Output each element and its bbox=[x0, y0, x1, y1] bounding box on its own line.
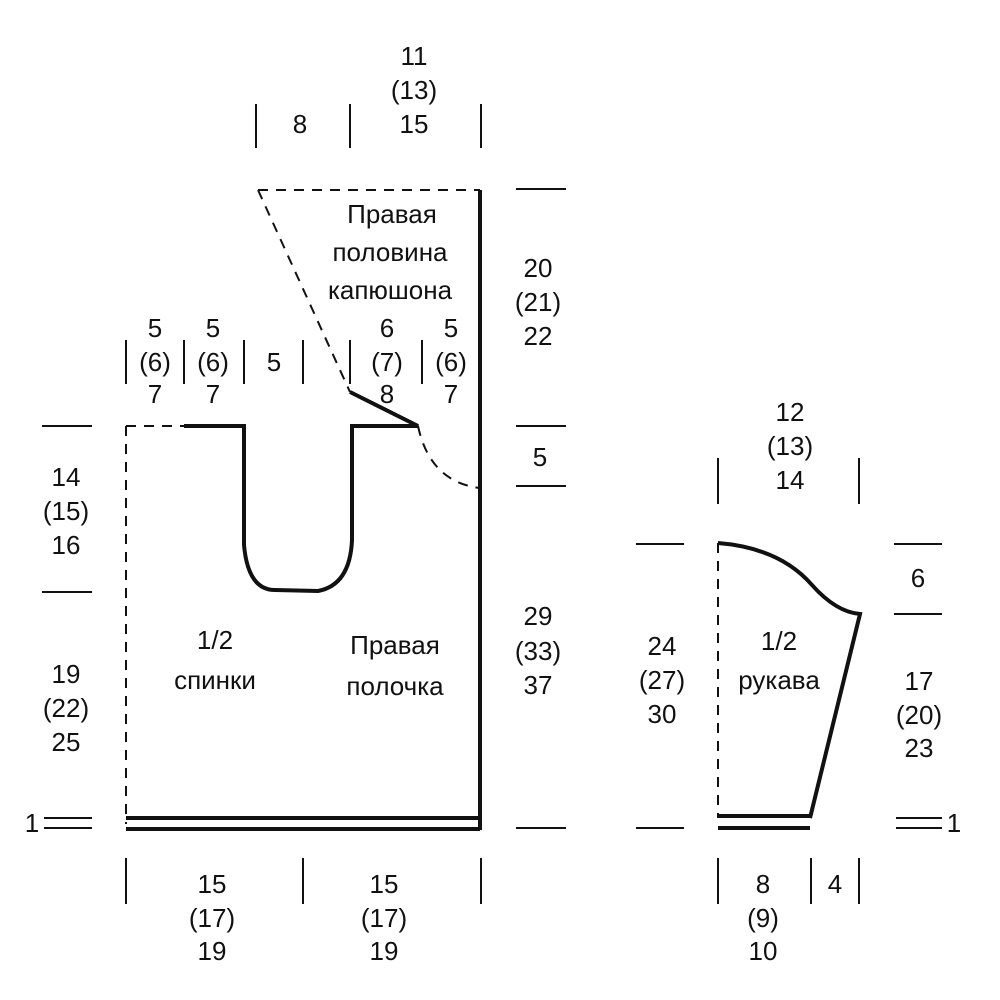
dim-body-height-2: (22) bbox=[43, 693, 89, 723]
dim-sleeve-bottom-1: 8 bbox=[756, 869, 770, 899]
dim-sleeve-bottom-2: (9) bbox=[747, 903, 779, 933]
dim-sleeve-bottom-extra: 4 bbox=[828, 869, 842, 899]
dim-sleeve-top-1: 12 bbox=[776, 397, 805, 427]
dim-sleeve-left-height-3: 30 bbox=[648, 699, 677, 729]
sleeve-label-1: 1/2 bbox=[761, 626, 797, 656]
dim-front-height-1: 29 bbox=[524, 601, 553, 631]
dim-hood-height-3: 22 bbox=[524, 321, 553, 351]
dim-sleeve-top-2: (13) bbox=[767, 431, 813, 461]
front-label-2: полочка bbox=[346, 671, 444, 701]
dim-top-hood-right-3: 15 bbox=[400, 109, 429, 139]
dim-hood-height-1: 20 bbox=[524, 253, 553, 283]
dim-top-hood-right-2: (13) bbox=[391, 75, 437, 105]
dim-body-height-1: 19 bbox=[52, 659, 81, 689]
dim-bottom-back-2: (17) bbox=[189, 903, 235, 933]
hood-diagonal-dashed-edge bbox=[257, 189, 351, 393]
dim-rib-left: 1 bbox=[25, 808, 39, 838]
dim-shoulder-front-neck-2: (7) bbox=[371, 347, 403, 377]
dim-shoulder-back-outer-2: (6) bbox=[139, 347, 171, 377]
front-label-1: Правая bbox=[350, 630, 440, 660]
dim-armhole-height-3: 16 bbox=[52, 530, 81, 560]
back-label-2: спинки bbox=[174, 665, 256, 695]
body-pattern bbox=[125, 189, 482, 831]
sleeve-pattern bbox=[717, 541, 863, 830]
sleeve-cap-outline bbox=[717, 541, 863, 819]
dimension-ticks bbox=[42, 104, 942, 904]
dim-bottom-front-3: 19 bbox=[370, 936, 399, 966]
shoulder-neckline-outline bbox=[184, 390, 419, 594]
back-center-dashed-edge bbox=[125, 425, 184, 824]
dim-top-hood-right-1: 11 bbox=[401, 41, 428, 71]
dim-shoulder-back-outer-3: 7 bbox=[148, 379, 162, 409]
dim-shoulder-front-neck-3: 8 bbox=[380, 379, 394, 409]
dim-shoulder-front-outer-3: 7 bbox=[444, 379, 458, 409]
dim-sleeve-right-height-2: (20) bbox=[896, 700, 942, 730]
dim-bottom-back-3: 19 bbox=[198, 936, 227, 966]
dim-hood-height-2: (21) bbox=[515, 287, 561, 317]
dim-sleeve-right-height-1: 17 bbox=[905, 666, 934, 696]
dim-body-height-3: 25 bbox=[52, 727, 81, 757]
dim-sleeve-left-height-1: 24 bbox=[648, 631, 677, 661]
dim-shoulder-back-inner-3: 7 bbox=[206, 379, 220, 409]
dim-shoulder-back-inner-1: 5 bbox=[206, 313, 220, 343]
dim-shoulder-back-outer-1: 5 bbox=[148, 313, 162, 343]
dim-top-hood-left: 8 bbox=[293, 109, 307, 139]
dim-shoulder-front-outer-2: (6) bbox=[435, 347, 467, 377]
dim-sleeve-left-height-2: (27) bbox=[639, 665, 685, 695]
dim-armhole-height-2: (15) bbox=[43, 496, 89, 526]
dim-shoulder-front-neck-1: 6 bbox=[380, 313, 394, 343]
sleeve-label-2: рукава bbox=[738, 665, 820, 695]
dim-bottom-front-1: 15 bbox=[370, 869, 399, 899]
dim-sleeve-top-3: 14 bbox=[776, 465, 805, 495]
dim-sleeve-bottom-3: 10 bbox=[749, 936, 778, 966]
front-neck-dashed-curve bbox=[417, 425, 481, 489]
dim-sleeve-right-height-3: 23 bbox=[905, 733, 934, 763]
dim-neck-drop: 5 bbox=[533, 442, 547, 472]
dim-neck-mid: 5 bbox=[267, 347, 281, 377]
hood-label-3: капюшона bbox=[328, 275, 453, 305]
dim-shoulder-back-inner-2: (6) bbox=[197, 347, 229, 377]
hood-label-1: Правая bbox=[347, 199, 437, 229]
dim-bottom-back-1: 15 bbox=[198, 869, 227, 899]
dim-rib-right: 1 bbox=[947, 808, 961, 838]
dim-shoulder-front-outer-1: 5 bbox=[444, 313, 458, 343]
dim-sleeve-cap-height: 6 bbox=[911, 563, 925, 593]
dim-front-height-3: 37 bbox=[524, 670, 553, 700]
dim-front-height-2: (33) bbox=[515, 636, 561, 666]
hood-label-2: половина bbox=[332, 237, 448, 267]
dim-armhole-height-1: 14 bbox=[52, 462, 81, 492]
back-label-1: 1/2 bbox=[197, 625, 233, 655]
dim-bottom-front-2: (17) bbox=[361, 903, 407, 933]
